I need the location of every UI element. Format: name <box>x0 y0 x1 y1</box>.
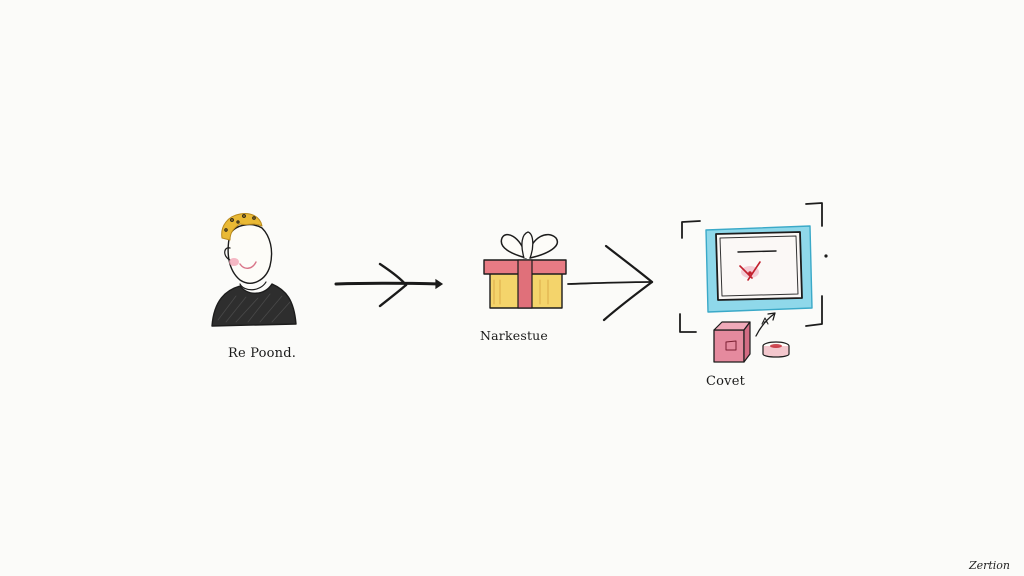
arrow-right-icon <box>334 262 444 308</box>
person-icon <box>211 213 297 327</box>
gift-box-icon <box>483 231 567 309</box>
step-label-1: Re Poond. <box>228 346 297 361</box>
monitor-with-products-icon <box>679 202 828 363</box>
artist-signature: Zertion <box>968 559 1010 572</box>
step-label-3: Covet <box>706 374 746 389</box>
step-label-2: Narkestue <box>480 328 549 343</box>
arrow-right-icon <box>567 244 654 322</box>
